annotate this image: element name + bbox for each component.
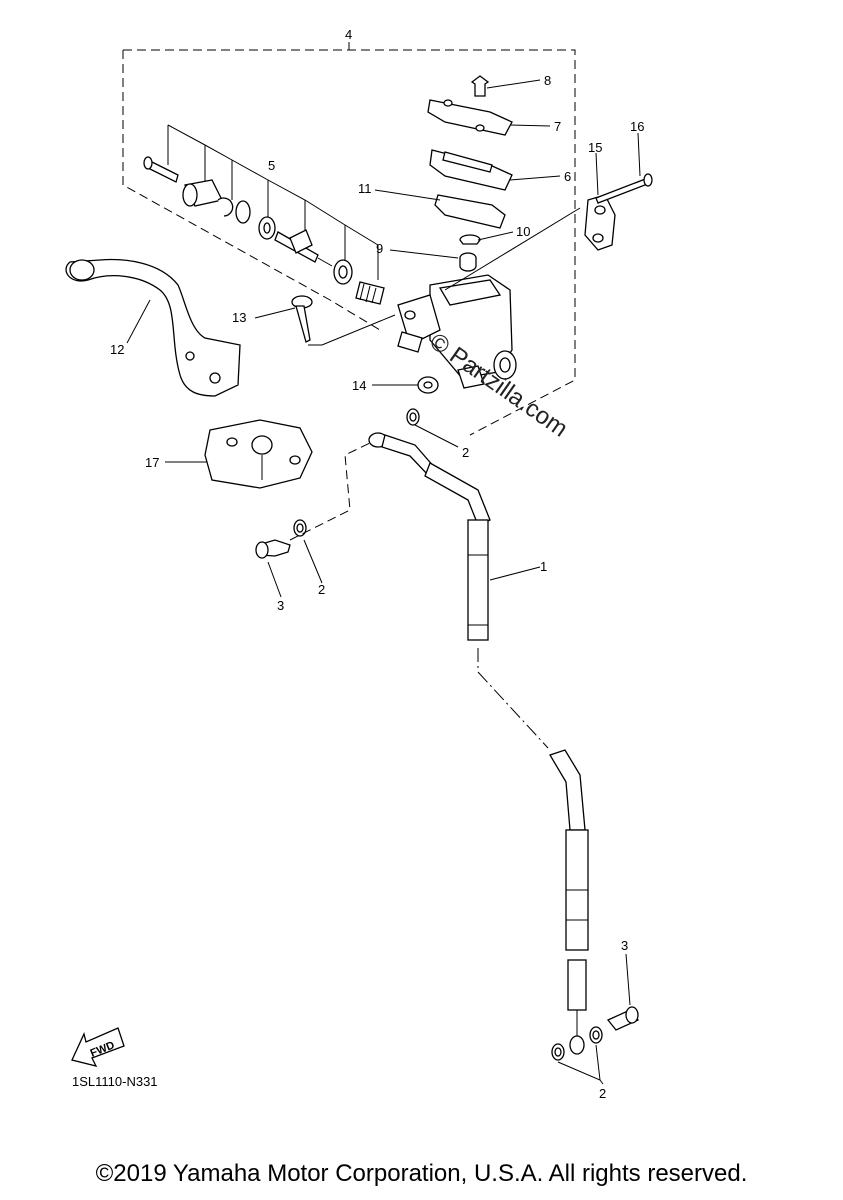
holder-bracket <box>444 173 653 291</box>
callout-14: 14 <box>352 378 366 393</box>
brake-hose <box>368 432 589 1055</box>
brake-lever <box>65 258 241 397</box>
callout-7: 7 <box>554 119 561 134</box>
piston-kit-parts <box>143 156 385 305</box>
callout-9: 9 <box>376 241 383 256</box>
diagram-code: 1SL1110-N331 <box>72 1074 158 1089</box>
callout-12: 12 <box>110 342 124 357</box>
handlebar-holder <box>204 419 313 489</box>
master-cylinder-body <box>397 234 517 394</box>
callout-16: 16 <box>630 119 644 134</box>
callout-3: 3 <box>277 598 284 613</box>
union-bolts-gaskets <box>255 408 640 1061</box>
callout-17: 17 <box>145 455 159 470</box>
copyright-notice: ©2019 Yamaha Motor Corporation, U.S.A. A… <box>95 1160 748 1187</box>
leader-lines <box>126 79 641 1085</box>
reservoir-cap-assembly <box>427 75 513 229</box>
callout-8: 8 <box>544 73 551 88</box>
callout-11: 11 <box>358 181 372 196</box>
callout-13: 13 <box>232 310 246 325</box>
assembly-boundary <box>122 42 576 436</box>
callout-3: 3 <box>621 938 628 953</box>
callout-2: 2 <box>599 1086 606 1101</box>
callout-1: 1 <box>540 559 547 574</box>
pivot-bolt <box>291 295 396 346</box>
callout-2: 2 <box>462 445 469 460</box>
callout-2: 2 <box>318 582 325 597</box>
callout-4: 4 <box>345 27 352 42</box>
callout-5: 5 <box>268 158 275 173</box>
fwd-arrow-icon: FWD <box>71 1027 125 1067</box>
callout-labels: 1 2 2 2 3 3 4 5 6 7 8 9 10 11 12 13 14 1… <box>110 27 644 1101</box>
parts-diagram: 1 2 2 2 3 3 4 5 6 7 8 9 10 11 12 13 14 1… <box>65 27 653 1101</box>
callout-15: 15 <box>588 140 602 155</box>
callout-6: 6 <box>564 169 571 184</box>
callout-10: 10 <box>516 224 530 239</box>
